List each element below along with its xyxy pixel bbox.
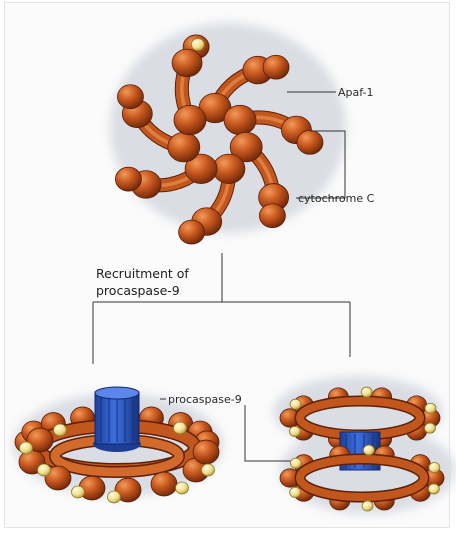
dimer-top-ring-cytochrome-5 [425, 403, 436, 413]
apaf1-hub-lobe-5 [168, 132, 200, 161]
procaspase-core-top [95, 387, 139, 399]
apaf1-tip-lobe-4 [179, 220, 205, 244]
dimer-bottom-ring-cytochrome-4 [363, 445, 374, 455]
ring-front-lobe-6 [193, 440, 219, 464]
recruitment-label-line1: Recruitment of [96, 266, 189, 281]
cytochrome-c-front-0 [20, 442, 33, 454]
apaf1-tip-lobe-2 [297, 130, 323, 154]
cytochrome-c-6 [191, 39, 204, 51]
apaf1-hub-lobe-6 [174, 105, 206, 134]
dimer-bottom-ring-cytochrome-2 [290, 487, 301, 497]
dimer-top-ring-cytochrome-0 [425, 423, 436, 433]
apaf1-wd-domain-6 [172, 49, 202, 77]
dimer-top-ring-cytochrome-2 [289, 426, 300, 436]
dimer-top-ring-cytochrome-4 [361, 387, 372, 397]
cytochrome-c-front-3 [108, 491, 121, 503]
ring-front-lobe-4 [151, 472, 177, 496]
apaf1-tip-lobe-6 [117, 85, 143, 109]
dimer-bottom-ring-cytochrome-0 [428, 484, 439, 494]
cytochrome-c-front-4 [176, 482, 189, 494]
apaf1-hub-lobe-3 [213, 154, 245, 183]
apaf1-hub-lobe-1 [224, 105, 256, 134]
cytochrome-c-front-2 [72, 486, 85, 498]
dimer-top-ring-cytochrome-3 [290, 399, 301, 409]
apaf1-tip-lobe-3 [259, 204, 285, 228]
cytochrome-c-front-1 [38, 464, 51, 476]
cytochrome-c-front-6 [174, 422, 187, 434]
procaspase-label: procaspase-9 [168, 393, 242, 406]
recruitment-branch [93, 302, 350, 364]
apaf1-tip-lobe-5 [115, 167, 141, 191]
cytochrome-label: cytochrome C [298, 192, 375, 205]
dimer-bottom-ring-cytochrome-5 [429, 462, 440, 472]
cytochrome-c-front-7 [54, 424, 67, 436]
apaf1-label: Apaf-1 [338, 86, 374, 99]
dimer-bottom-ring-cytochrome-1 [362, 501, 373, 511]
apaf1-tip-lobe-1 [263, 55, 289, 79]
recruitment-label-line2: procaspase-9 [96, 283, 180, 298]
cytochrome-c-front-5 [202, 464, 215, 476]
dimer-bottom-ring-cytochrome-3 [290, 458, 301, 468]
